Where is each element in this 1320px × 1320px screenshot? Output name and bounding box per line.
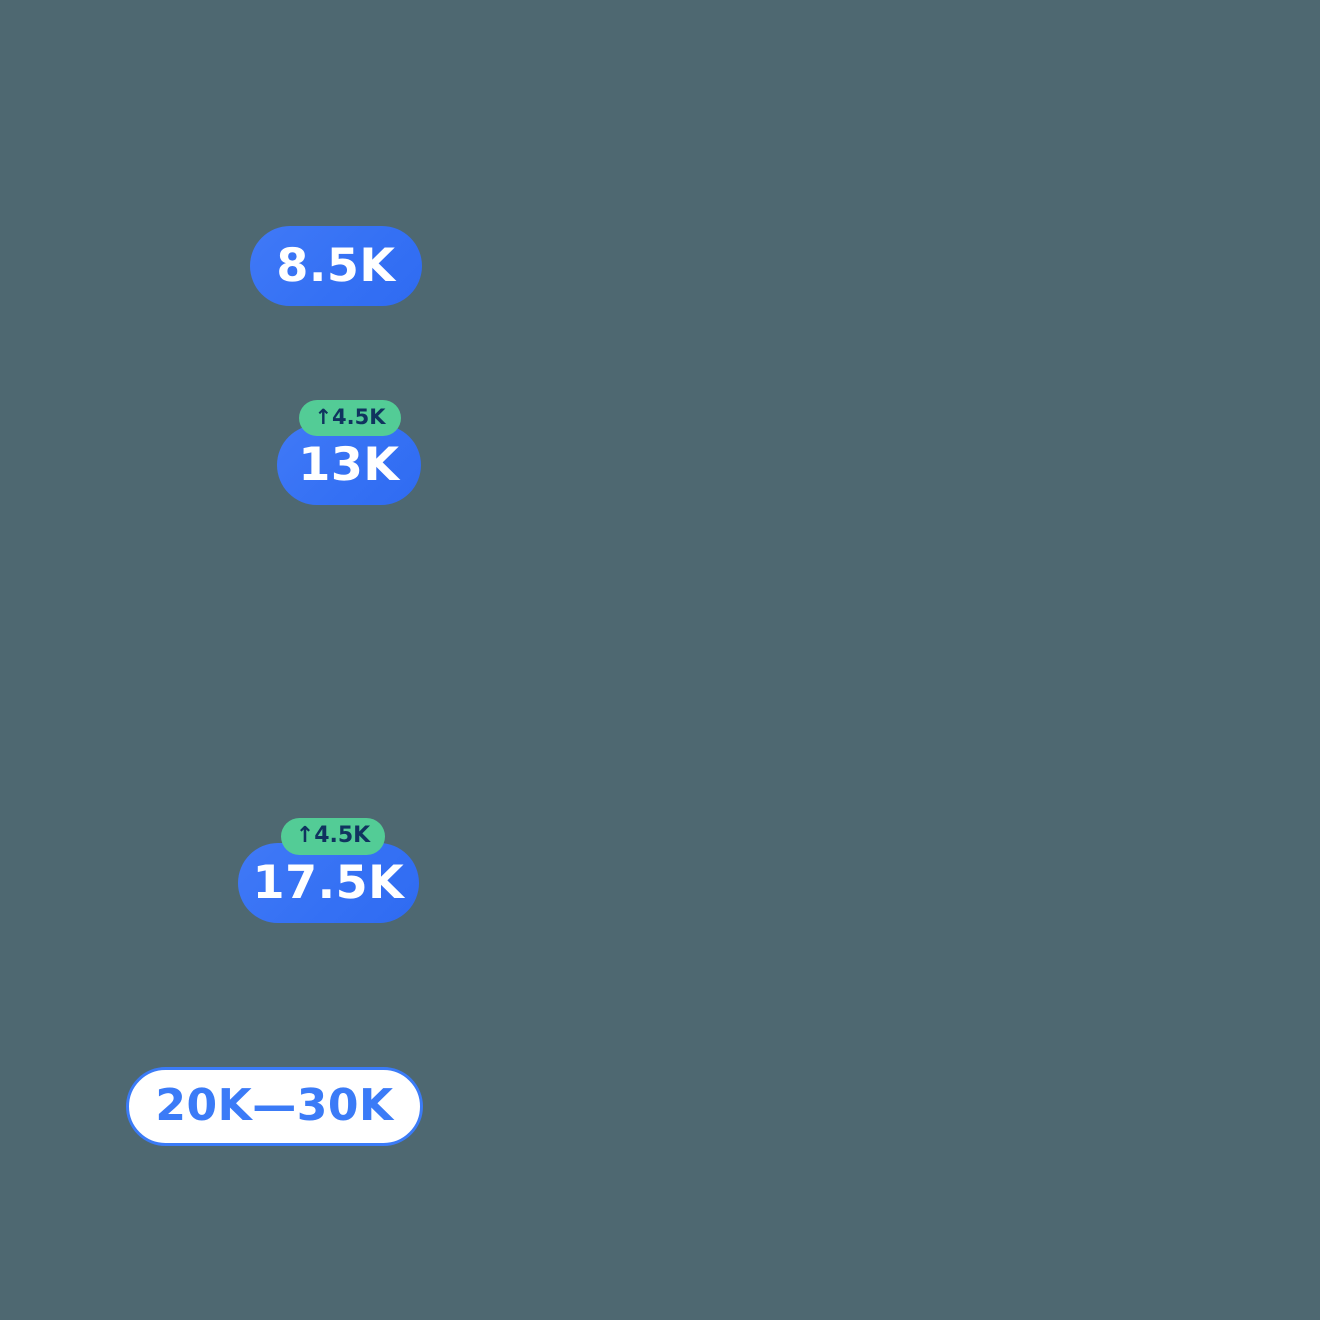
delta-badge-3-label: ↑4.5K — [295, 822, 371, 848]
value-pill-3-label: 17.5K — [252, 855, 405, 909]
delta-badge-2-label: ↑4.5K — [314, 404, 386, 429]
delta-badge-2[interactable]: ↑4.5K — [299, 400, 401, 436]
value-pill-3[interactable]: 17.5K — [238, 843, 419, 923]
value-pill-2[interactable]: 13K — [277, 425, 421, 505]
range-pill-4-label: 20K—30K — [155, 1079, 394, 1131]
value-pill-1[interactable]: 8.5K — [250, 226, 422, 306]
value-pill-2-label: 13K — [298, 437, 400, 491]
range-pill-4[interactable]: 20K—30K — [126, 1067, 423, 1146]
delta-badge-3[interactable]: ↑4.5K — [281, 818, 385, 855]
value-pill-1-label: 8.5K — [276, 238, 396, 292]
